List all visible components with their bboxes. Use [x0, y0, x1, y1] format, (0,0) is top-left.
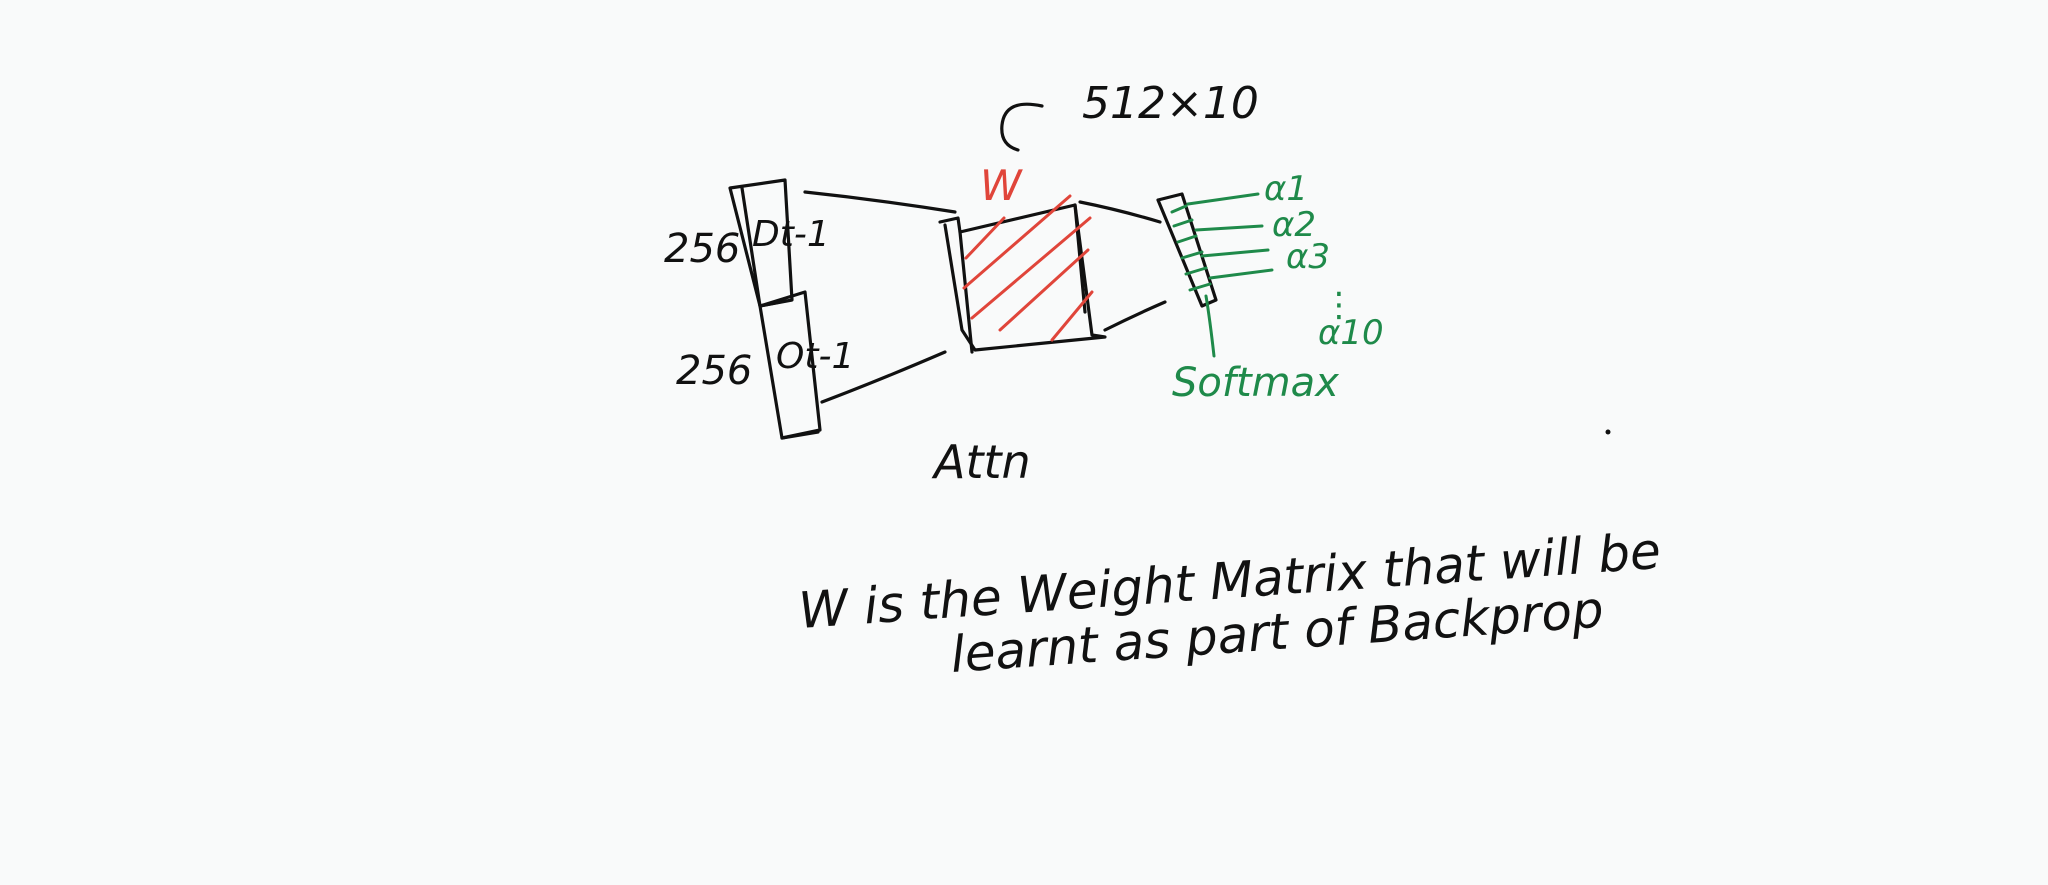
connector-out-top: [1078, 200, 1162, 224]
output-label: Ot-1: [776, 336, 854, 377]
stray-dot: [1605, 429, 1611, 435]
dims-bracket: [1000, 102, 1044, 152]
weight-dims-label: 512×10: [1082, 78, 1259, 129]
weight-matrix: [938, 194, 1107, 354]
output-dim: 256: [676, 348, 752, 394]
connector-bottom: [820, 350, 947, 404]
alpha-ellipsis: ⋮: [1322, 285, 1356, 325]
input-vector: [728, 178, 822, 440]
alpha-3-label: α3: [1286, 237, 1330, 277]
weight-label: W: [980, 161, 1023, 210]
softmax-label: Softmax: [1172, 360, 1339, 406]
decoder-state-dim: 256: [664, 226, 740, 272]
alpha-2-label: α2: [1272, 205, 1316, 245]
alpha-1-label: α1: [1264, 169, 1308, 209]
alpha-vector: [1156, 192, 1218, 308]
connector-out-bottom: [1103, 300, 1167, 332]
decoder-state-box: [728, 178, 794, 308]
softmax-pointer: [1204, 294, 1216, 358]
output-box: [758, 290, 822, 440]
attn-label: Attn: [931, 435, 1031, 489]
connector-top: [803, 190, 957, 214]
alpha-10-label: α10: [1318, 313, 1384, 353]
decoder-state-label: Dt-1: [752, 214, 830, 255]
